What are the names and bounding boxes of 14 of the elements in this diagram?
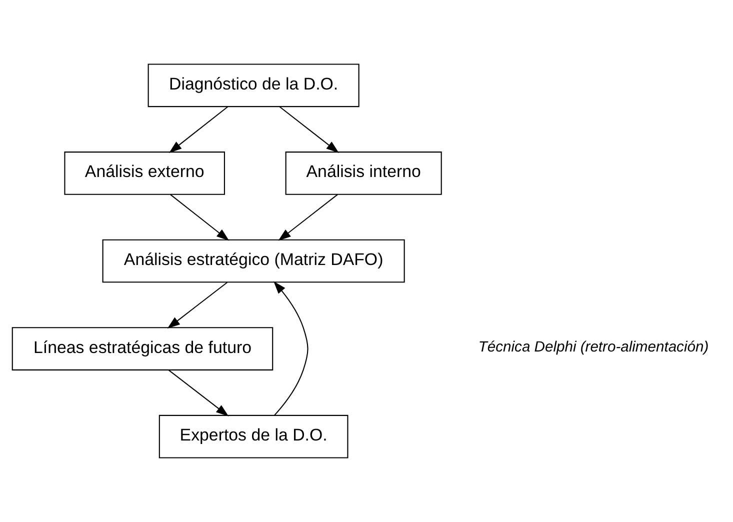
arrow: [170, 194, 230, 241]
label: Técnica Delphi (retro-alimentación): [478, 340, 709, 356]
node-box: Líneas estratégicas de futuro: [12, 327, 274, 370]
arrow: [168, 106, 228, 153]
node-box: Expertos de la D.O.: [158, 414, 348, 458]
arrow: [279, 106, 339, 153]
node-box: Análisis externo: [64, 152, 225, 195]
arrow: [168, 370, 229, 416]
node-box: Análisis interno: [285, 152, 442, 195]
arrow: [278, 194, 338, 241]
node-box: Diagnóstico de la D.O.: [148, 64, 360, 108]
node-box: Análisis estratégico (Matriz DAFO): [102, 239, 405, 283]
arrow: [274, 281, 308, 416]
arrow: [167, 282, 228, 329]
